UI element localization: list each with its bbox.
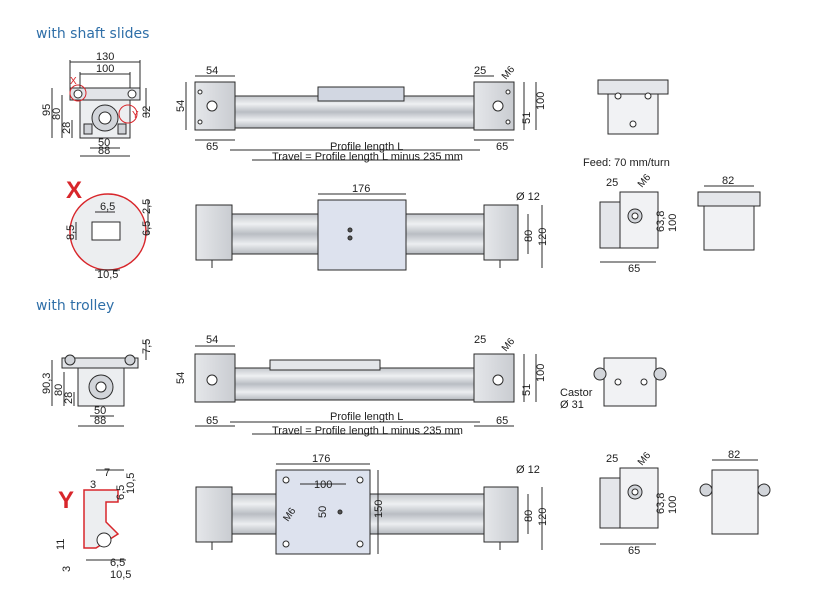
label-m6-feed: M6 [636, 172, 654, 190]
dim-28: 28 [61, 122, 73, 134]
detail-x [69, 193, 149, 271]
side-view-trolley [194, 345, 537, 435]
castor-dia: Ø 31 [560, 399, 584, 411]
profile-section-trolley [51, 340, 147, 427]
label-m6-trolley: M6 [500, 336, 518, 354]
dim-7: 7 [104, 467, 110, 479]
castor-label: Castor [560, 387, 593, 399]
label-m6: M6 [500, 64, 518, 82]
dim-65-left: 65 [206, 141, 218, 153]
dim-100-trolley-end: 100 [667, 496, 679, 514]
dim-90_3: 90,3 [41, 373, 53, 394]
dim-7_5: 7,5 [141, 339, 153, 354]
section-title-shaft: with shaft slides [36, 26, 150, 42]
dim-54-top: 54 [206, 65, 218, 77]
dim-2_5: 2,5 [141, 199, 153, 214]
profile-length-label: Profile length L [330, 141, 403, 153]
dim-6_5-x: 6,5 [100, 201, 115, 213]
dim-6_5-x-vert: 6,5 [141, 221, 153, 236]
dim-100-trolley-top: 100 [314, 479, 332, 491]
dim-150: 150 [373, 500, 385, 518]
travel-label: Travel = Profile length L minus 235 mm [272, 151, 463, 163]
dim-65-right: 65 [496, 141, 508, 153]
dim-65-trolley-end: 65 [628, 545, 640, 557]
dim-88-trolley: 88 [94, 415, 106, 427]
detail-y [83, 469, 126, 561]
end-view-trolley-feed [599, 459, 771, 545]
profile-length-label-trolley: Profile length L [330, 411, 403, 423]
dim-100-feed: 100 [667, 214, 679, 232]
dim-88: 88 [98, 145, 110, 157]
dim-63_8-trolley: 63,8 [655, 493, 667, 514]
dim-65-feed: 65 [628, 263, 640, 275]
dim-82-feed: 82 [722, 175, 734, 187]
dim-100-trolley: 100 [535, 364, 547, 382]
label-m6-trolley-end: M6 [636, 450, 654, 468]
dim-54-trolley: 54 [206, 334, 218, 346]
dim-176-shaft: 176 [352, 183, 370, 195]
label-x-mark: X [66, 177, 82, 204]
dim-176-trolley: 176 [312, 453, 330, 465]
dim-80-top: 80 [523, 230, 535, 242]
dim-11: 11 [55, 539, 67, 550]
dim-25-trolley: 25 [474, 334, 486, 346]
dim-10_5-y-vert: 10,5 [125, 473, 137, 494]
dim-3-top: 3 [90, 479, 96, 491]
dim-80-section: 80 [51, 108, 63, 120]
dim-65-left-trolley: 65 [206, 415, 218, 427]
section-title-trolley: with trolley [36, 298, 115, 314]
dim-12-shaft: Ø 12 [516, 191, 540, 203]
dim-54-left: 54 [175, 100, 187, 112]
dim-3-bottom: 3 [61, 566, 73, 572]
dim-54-left-trolley: 54 [175, 372, 187, 384]
dim-6_5-y: 6,5 [115, 485, 127, 500]
dim-12-trolley: Ø 12 [516, 464, 540, 476]
dim-100-section: 100 [96, 63, 114, 75]
dim-120-trolley: 120 [537, 508, 549, 526]
dim-6_5-y-bottom: 6,5 [110, 557, 125, 569]
dim-51: 51 [521, 112, 533, 124]
dim-130: 130 [96, 51, 114, 63]
label-y-mark: Y [58, 487, 74, 514]
side-view-shaft [185, 75, 537, 161]
dim-80-trolley: 80 [53, 384, 65, 396]
dim-28-trolley: 28 [63, 392, 75, 404]
dim-120-shaft: 120 [537, 228, 549, 246]
dim-50-trolley: 50 [94, 405, 106, 417]
dim-32: 32 [141, 106, 153, 118]
travel-label-trolley: Travel = Profile length L minus 235 mm [272, 425, 463, 437]
label-x-small: X [70, 76, 77, 87]
dim-50: 50 [98, 137, 110, 149]
feed-label: Feed: 70 mm/turn [583, 157, 670, 169]
dim-25-feed: 25 [606, 177, 618, 189]
dim-100-side: 100 [535, 92, 547, 110]
top-view-shaft [195, 193, 543, 271]
dim-80-trolley-top: 80 [523, 510, 535, 522]
top-view-trolley [195, 463, 543, 555]
dim-25-trolley-end: 25 [606, 453, 618, 465]
dim-51-trolley: 51 [521, 384, 533, 396]
dim-10_5-y-bottom: 10,5 [110, 569, 131, 581]
dim-82-trolley: 82 [728, 449, 740, 461]
dim-8_5: 8,5 [65, 225, 77, 240]
dim-95: 95 [41, 104, 53, 116]
dim-65-right-trolley: 65 [496, 415, 508, 427]
dim-25: 25 [474, 65, 486, 77]
profile-section-shaft [51, 60, 147, 157]
label-y-small: Y [132, 110, 139, 121]
end-view-castor [593, 357, 667, 407]
dim-10_5-x: 10,5 [97, 269, 118, 281]
dim-63_8-feed: 63,8 [655, 211, 667, 232]
end-view-feed [599, 185, 761, 263]
dim-50-trolley-top: 50 [317, 506, 329, 518]
end-view-shaft [597, 79, 669, 135]
